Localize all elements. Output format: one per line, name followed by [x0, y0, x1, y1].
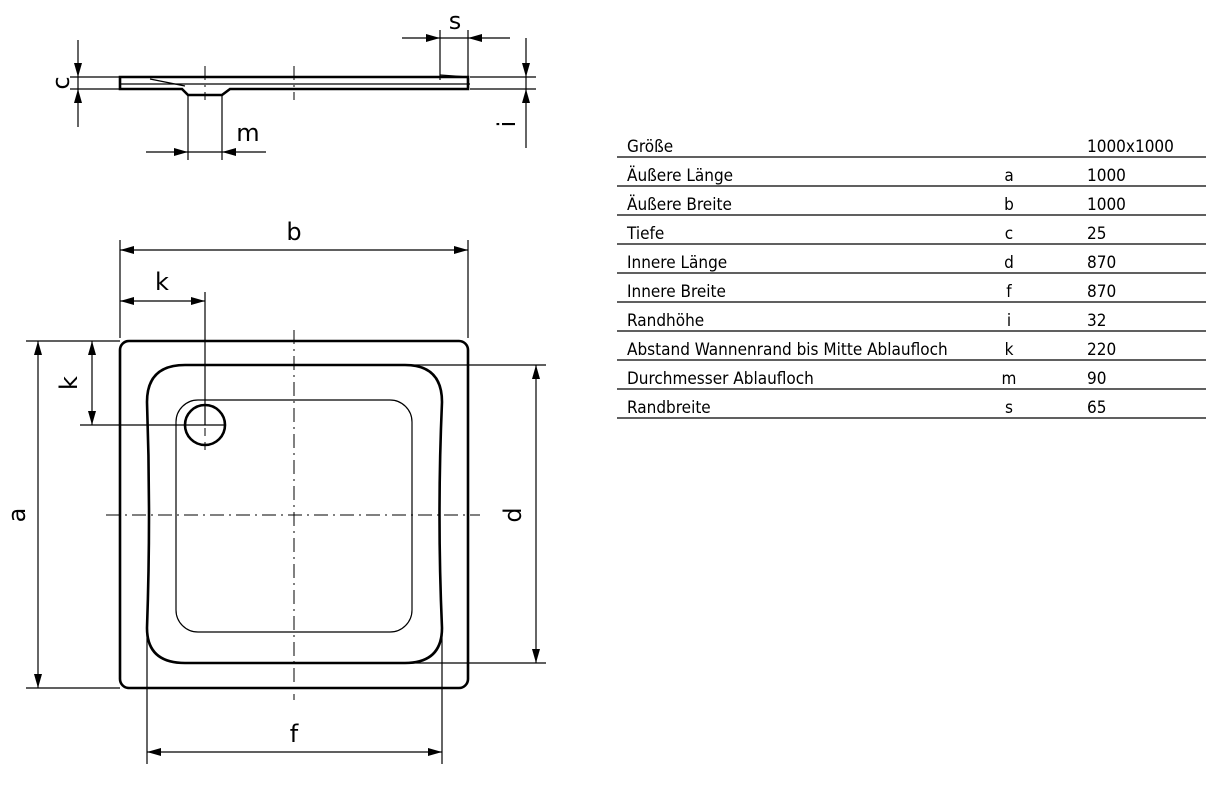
- table-row-label: Innere Breite: [627, 282, 726, 302]
- table-row-symbol: d: [1004, 253, 1014, 273]
- table-row-symbol: a: [1004, 166, 1013, 186]
- dimension-table: Größe 1000x1000 Äußere Länge a 1000 Äuße…: [617, 137, 1206, 419]
- table-row-label: Randhöhe: [627, 311, 704, 331]
- table-row-value: 90: [1087, 369, 1106, 389]
- table-row-value: 220: [1087, 340, 1116, 360]
- basin-floor: [175, 399, 413, 633]
- label-m: m: [236, 119, 259, 147]
- table-header-value: 1000x1000: [1087, 137, 1174, 157]
- table-header-label: Größe: [627, 137, 673, 157]
- table-row-value: 65: [1087, 398, 1106, 418]
- label-a: a: [3, 508, 31, 523]
- table-row-label: Abstand Wannenrand bis Mitte Ablaufloch: [627, 340, 948, 360]
- table-row-symbol: i: [1007, 311, 1011, 331]
- table-row-label: Äußere Breite: [627, 194, 732, 215]
- table-row-symbol: s: [1005, 398, 1013, 418]
- label-c: c: [47, 76, 75, 89]
- table-row-label: Tiefe: [626, 224, 664, 244]
- label-i: i: [493, 121, 521, 128]
- side-profile-view: [70, 30, 536, 160]
- table-row-symbol: b: [1004, 195, 1014, 215]
- table-row-value: 870: [1087, 282, 1116, 302]
- table-row-symbol: c: [1005, 224, 1013, 244]
- table-row-label: Randbreite: [627, 398, 711, 418]
- label-d: d: [499, 507, 527, 522]
- label-k-top: k: [155, 268, 169, 296]
- label-b: b: [286, 218, 301, 246]
- table-row-value: 32: [1087, 311, 1106, 331]
- label-f: f: [290, 720, 299, 748]
- table-row-label: Innere Länge: [627, 253, 727, 273]
- table-row-symbol: m: [1002, 369, 1017, 389]
- table-row-value: 870: [1087, 253, 1116, 273]
- table-row-label: Äußere Länge: [627, 165, 733, 186]
- label-s: s: [449, 7, 462, 35]
- table-row-label: Durchmesser Ablaufloch: [627, 369, 814, 389]
- plan-view: [26, 240, 546, 764]
- table-row-symbol: k: [1005, 340, 1014, 360]
- label-k-side: k: [55, 376, 83, 390]
- table-row-value: 1000: [1087, 195, 1126, 215]
- table-row-value: 25: [1087, 224, 1106, 244]
- table-row-symbol: f: [1006, 282, 1012, 302]
- table-row-value: 1000: [1087, 166, 1126, 186]
